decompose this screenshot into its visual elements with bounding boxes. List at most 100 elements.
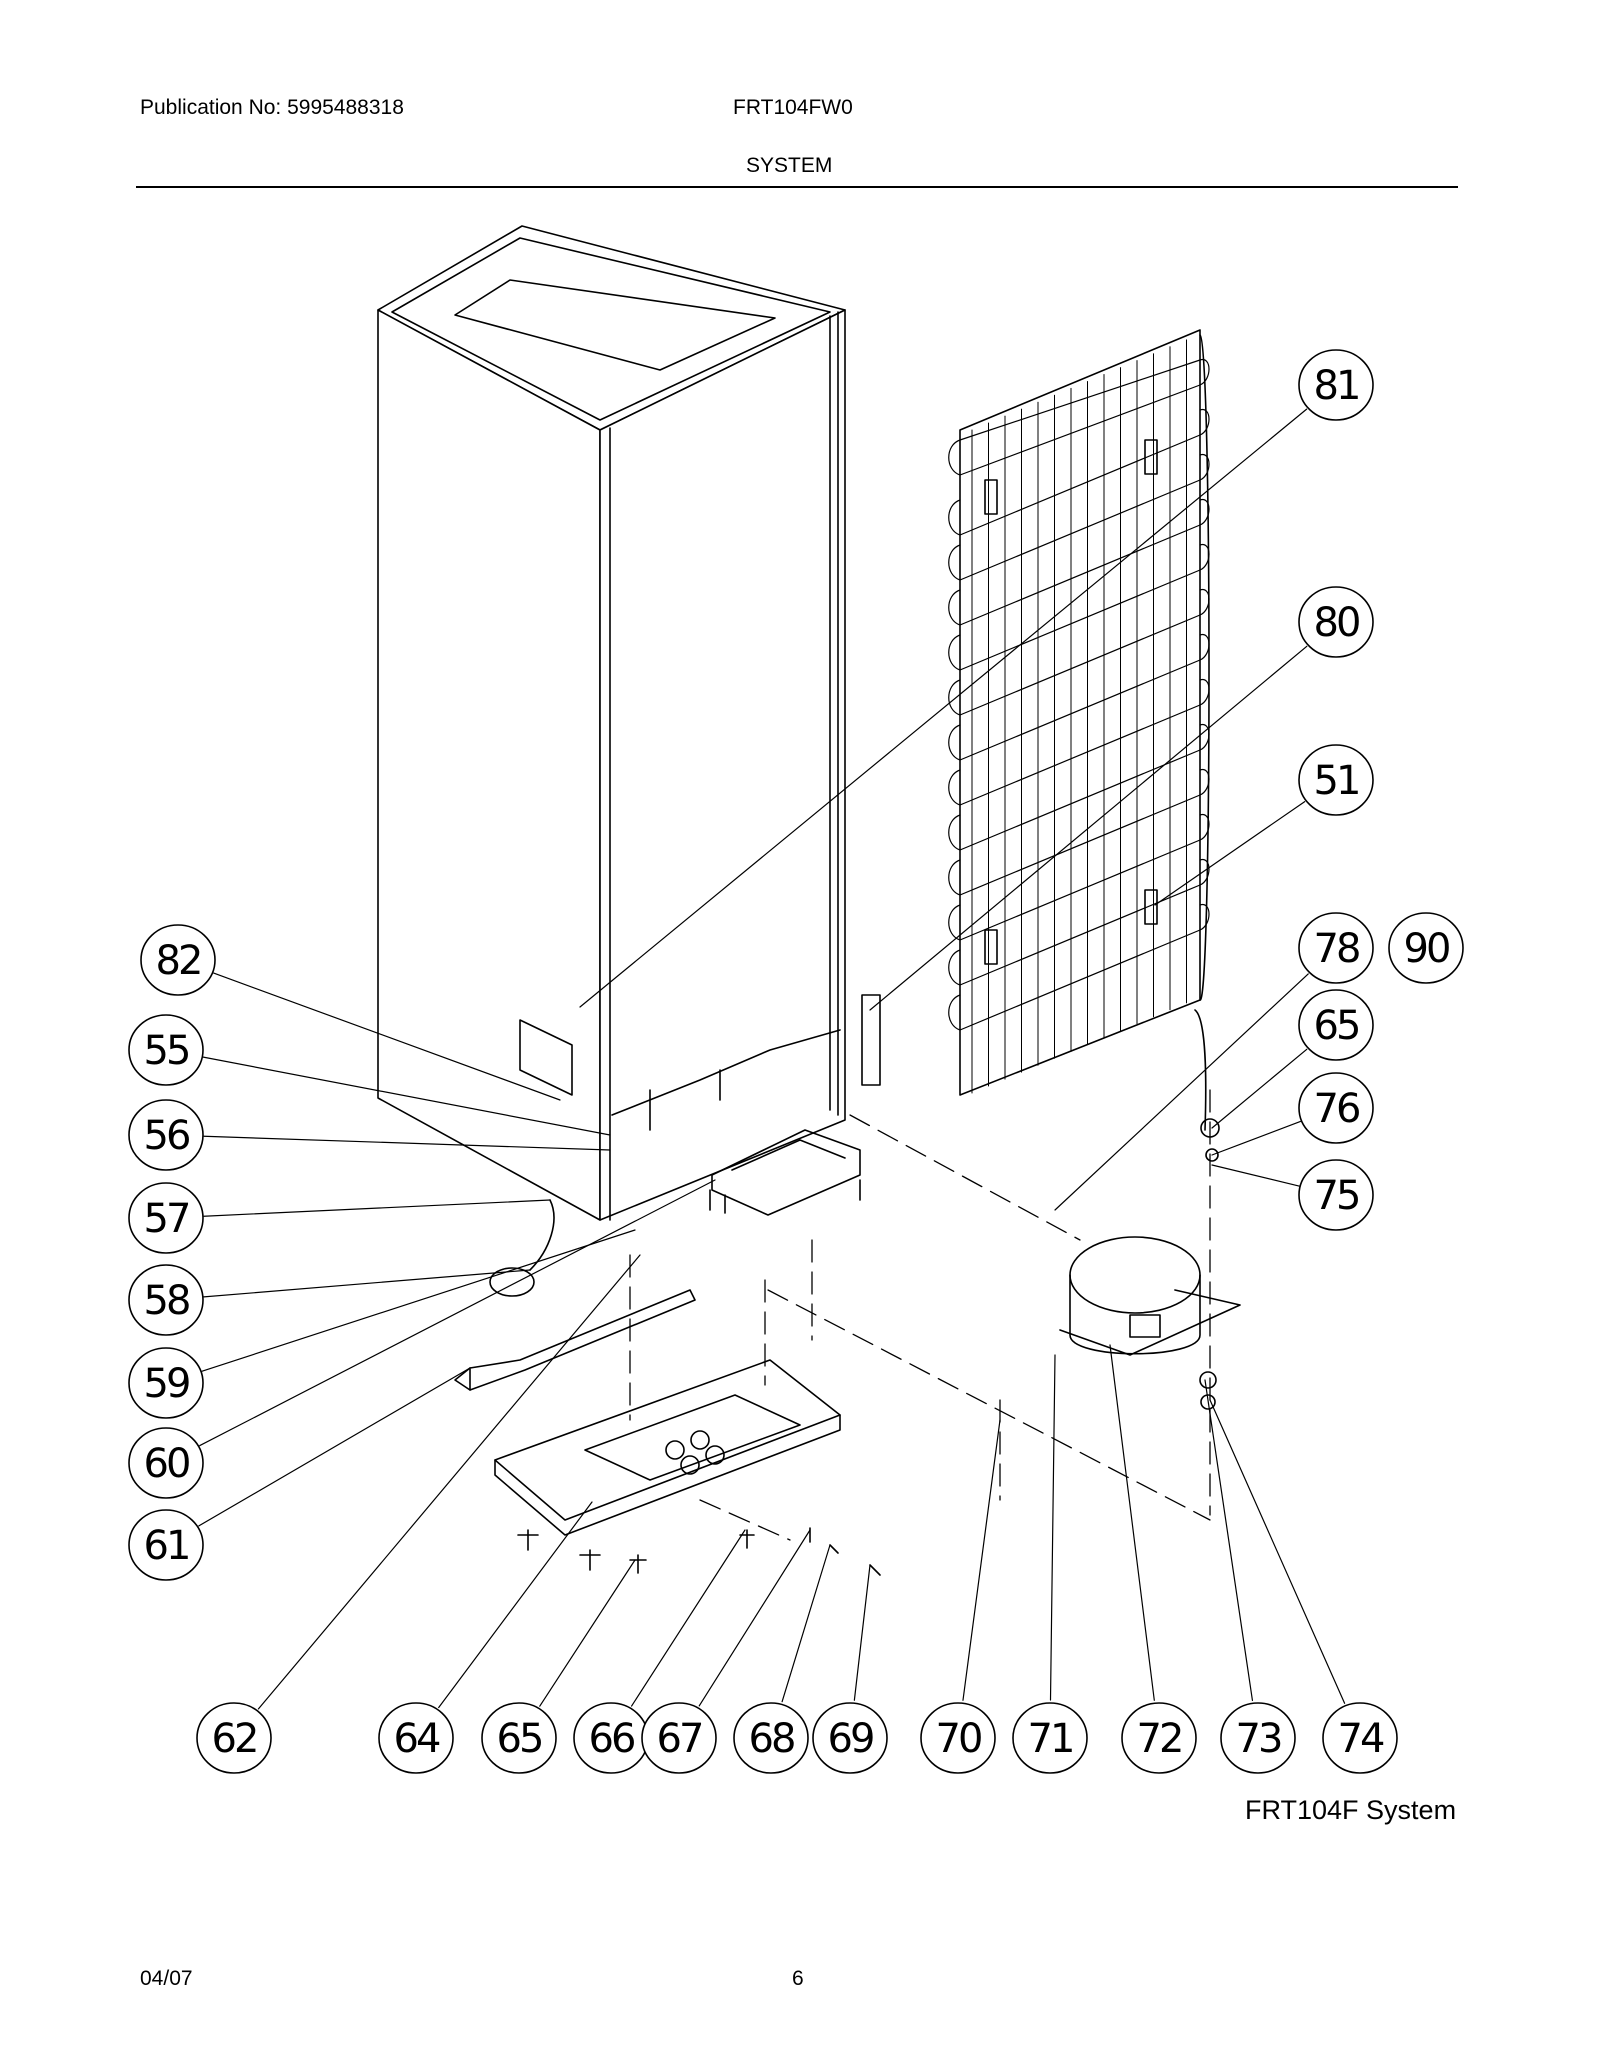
callout-57: 57	[128, 1182, 204, 1254]
callout-circle	[1121, 1702, 1197, 1774]
callout-number: 55	[144, 1028, 189, 1074]
callout-circle	[1220, 1702, 1296, 1774]
callout-number: 64	[394, 1716, 440, 1762]
compressor	[1059, 1118, 1241, 1410]
callout-circle	[128, 1427, 204, 1499]
page-number: 6	[792, 1967, 804, 1990]
callout-circle	[128, 1099, 204, 1171]
callout-circle	[140, 924, 216, 996]
callout-number: 72	[1137, 1716, 1182, 1762]
footer-date: 04/07	[140, 1967, 193, 1990]
callout-81: 81	[1298, 349, 1374, 421]
callout-65: 65	[481, 1702, 557, 1774]
callout-circle	[128, 1014, 204, 1086]
callout-62: 62	[196, 1702, 272, 1774]
header-rule	[136, 186, 1458, 188]
callout-number: 57	[144, 1196, 189, 1242]
callout-circle	[128, 1264, 204, 1336]
callout-number: 62	[212, 1716, 257, 1762]
callout-number: 80	[1314, 600, 1359, 646]
callout-circle	[1298, 1072, 1374, 1144]
cabinet	[377, 225, 881, 1221]
callout-number: 51	[1314, 758, 1359, 804]
leader-lines	[198, 408, 1346, 1710]
callout-number: 75	[1314, 1173, 1359, 1219]
callout-number: 66	[589, 1716, 634, 1762]
heater-tube	[454, 1289, 696, 1391]
callout-66: 66	[573, 1702, 649, 1774]
callout-circle	[1298, 1159, 1374, 1231]
callout-circle	[1298, 349, 1374, 421]
relay	[489, 1199, 555, 1297]
callout-58: 58	[128, 1264, 204, 1336]
callout-55: 55	[128, 1014, 204, 1086]
callout-75: 75	[1298, 1159, 1374, 1231]
callout-59: 59	[128, 1347, 204, 1419]
callout-number: 76	[1314, 1086, 1359, 1132]
callout-number: 71	[1028, 1716, 1073, 1762]
callout-group: 81 80 51 78 90 65 76 75 82 55 56 57 58 59 60 61 62 64 65 66…	[128, 349, 1464, 1774]
callout-circle	[641, 1702, 717, 1774]
callout-circle	[1298, 586, 1374, 658]
callout-circle	[1298, 989, 1374, 1061]
callout-72: 72	[1121, 1702, 1197, 1774]
explode-lines	[629, 1089, 1211, 1541]
callout-70: 70	[920, 1702, 996, 1774]
callout-number: 56	[144, 1113, 189, 1159]
callout-80: 80	[1298, 586, 1374, 658]
callout-circle	[128, 1509, 204, 1581]
callout-number: 59	[144, 1361, 189, 1407]
callout-number: 81	[1314, 363, 1359, 409]
callout-76: 76	[1298, 1072, 1374, 1144]
callout-68: 68	[733, 1702, 809, 1774]
callout-number: 61	[144, 1523, 189, 1569]
callout-number: 78	[1314, 926, 1359, 972]
callout-circle	[1388, 912, 1464, 984]
callout-circle	[812, 1702, 888, 1774]
base-plate	[494, 1359, 841, 1536]
callout-number: 65	[497, 1716, 542, 1762]
callout-number: 74	[1338, 1716, 1384, 1762]
callout-60: 60	[128, 1427, 204, 1499]
callout-circle	[1322, 1702, 1398, 1774]
callout-circle	[128, 1182, 204, 1254]
callout-69: 69	[812, 1702, 888, 1774]
callout-circle	[733, 1702, 809, 1774]
callout-number: 65	[1314, 1003, 1359, 1049]
callout-number: 58	[144, 1278, 189, 1324]
callout-67: 67	[641, 1702, 717, 1774]
callout-65: 65	[1298, 989, 1374, 1061]
callout-73: 73	[1220, 1702, 1296, 1774]
callout-number: 69	[828, 1716, 873, 1762]
callout-circle	[1298, 912, 1374, 984]
callout-circle	[481, 1702, 557, 1774]
callout-64: 64	[378, 1702, 454, 1774]
callout-number: 60	[144, 1441, 189, 1487]
callout-78: 78	[1298, 912, 1374, 984]
callout-number: 73	[1236, 1716, 1281, 1762]
section-title: SYSTEM	[746, 154, 833, 177]
callout-61: 61	[128, 1509, 204, 1581]
model-number: FRT104FW0	[733, 96, 853, 119]
callout-circle	[920, 1702, 996, 1774]
condenser-coil	[948, 329, 1210, 1131]
diagram-caption: FRT104F System	[1245, 1795, 1457, 1825]
callout-circle	[128, 1347, 204, 1419]
callout-71: 71	[1012, 1702, 1088, 1774]
callout-circle	[196, 1702, 272, 1774]
callout-82: 82	[140, 924, 216, 996]
callout-51: 51	[1298, 744, 1374, 816]
fasteners	[517, 1179, 881, 1576]
callout-number: 90	[1404, 926, 1449, 972]
callout-number: 70	[936, 1716, 981, 1762]
drain-tray	[711, 1129, 861, 1216]
callout-90: 90	[1388, 912, 1464, 984]
callout-circle	[1012, 1702, 1088, 1774]
callout-circle	[1298, 744, 1374, 816]
callout-circle	[378, 1702, 454, 1774]
callout-number: 68	[749, 1716, 794, 1762]
publication-number: Publication No: 5995488318	[140, 96, 404, 119]
callout-number: 82	[156, 938, 201, 984]
callout-56: 56	[128, 1099, 204, 1171]
